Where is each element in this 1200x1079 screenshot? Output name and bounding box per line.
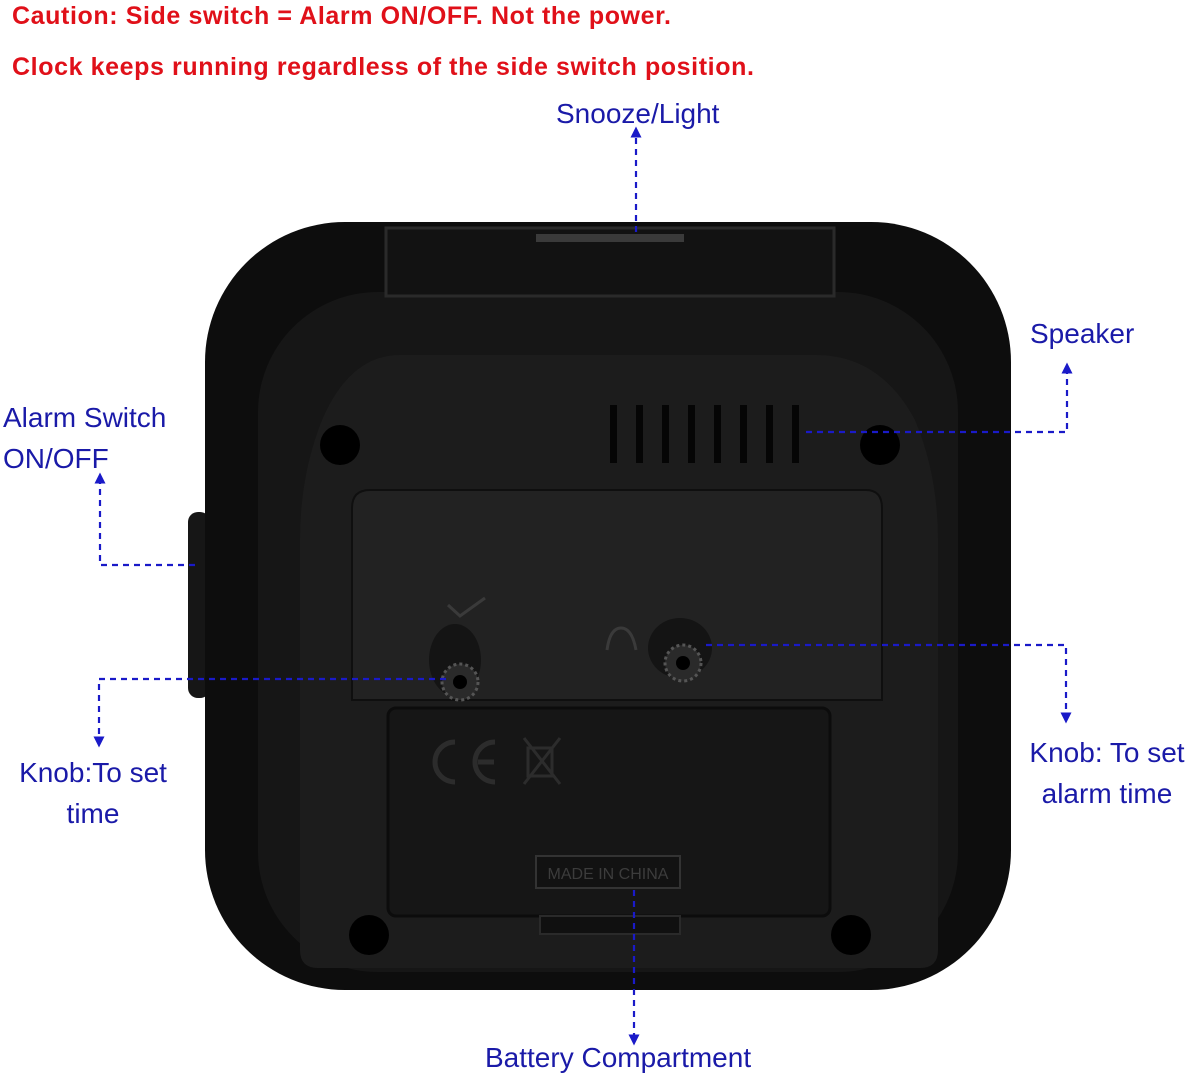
leader-alarm-switch [94,472,195,567]
made-in-plate [535,855,681,889]
snooze-button-slot [536,234,684,242]
alarm-side-switch[interactable] [188,512,210,698]
movement-housing [351,489,883,701]
weee-bin-icon [522,737,562,785]
caution-line-1: Caution: Side switch = Alarm ON/OFF. Not… [12,2,672,30]
label-knob-alarm: Knob: To set alarm time [1029,737,1185,809]
ce-mark [432,739,496,785]
battery-latch[interactable] [539,915,681,935]
screw-hole-bottom-right [831,915,871,955]
leader-lines [93,126,1073,1046]
bell-symbol [605,626,638,651]
label-battery-compartment: Battery Compartment [485,1042,752,1073]
speaker-grille [610,405,799,463]
screw-hole-bottom-left [349,915,389,955]
clock-hands-symbol [446,596,486,618]
label-snooze-light: Snooze/Light [556,98,720,129]
label-speaker: Speaker [1030,318,1135,349]
label-alarm-switch: Alarm Switch ON/OFF [3,402,167,474]
screw-hole-top-left [320,425,360,465]
caution-line-2: Clock keeps running regardless of the si… [12,53,755,81]
made-in-label: MADE IN CHINA [548,866,669,883]
alarm-knob[interactable] [648,618,712,683]
leader-alarm-knob [706,643,1072,724]
label-knob-time: Knob:To set time [19,757,167,829]
screw-hole-top-right [860,425,900,465]
leader-time-knob [93,677,446,748]
